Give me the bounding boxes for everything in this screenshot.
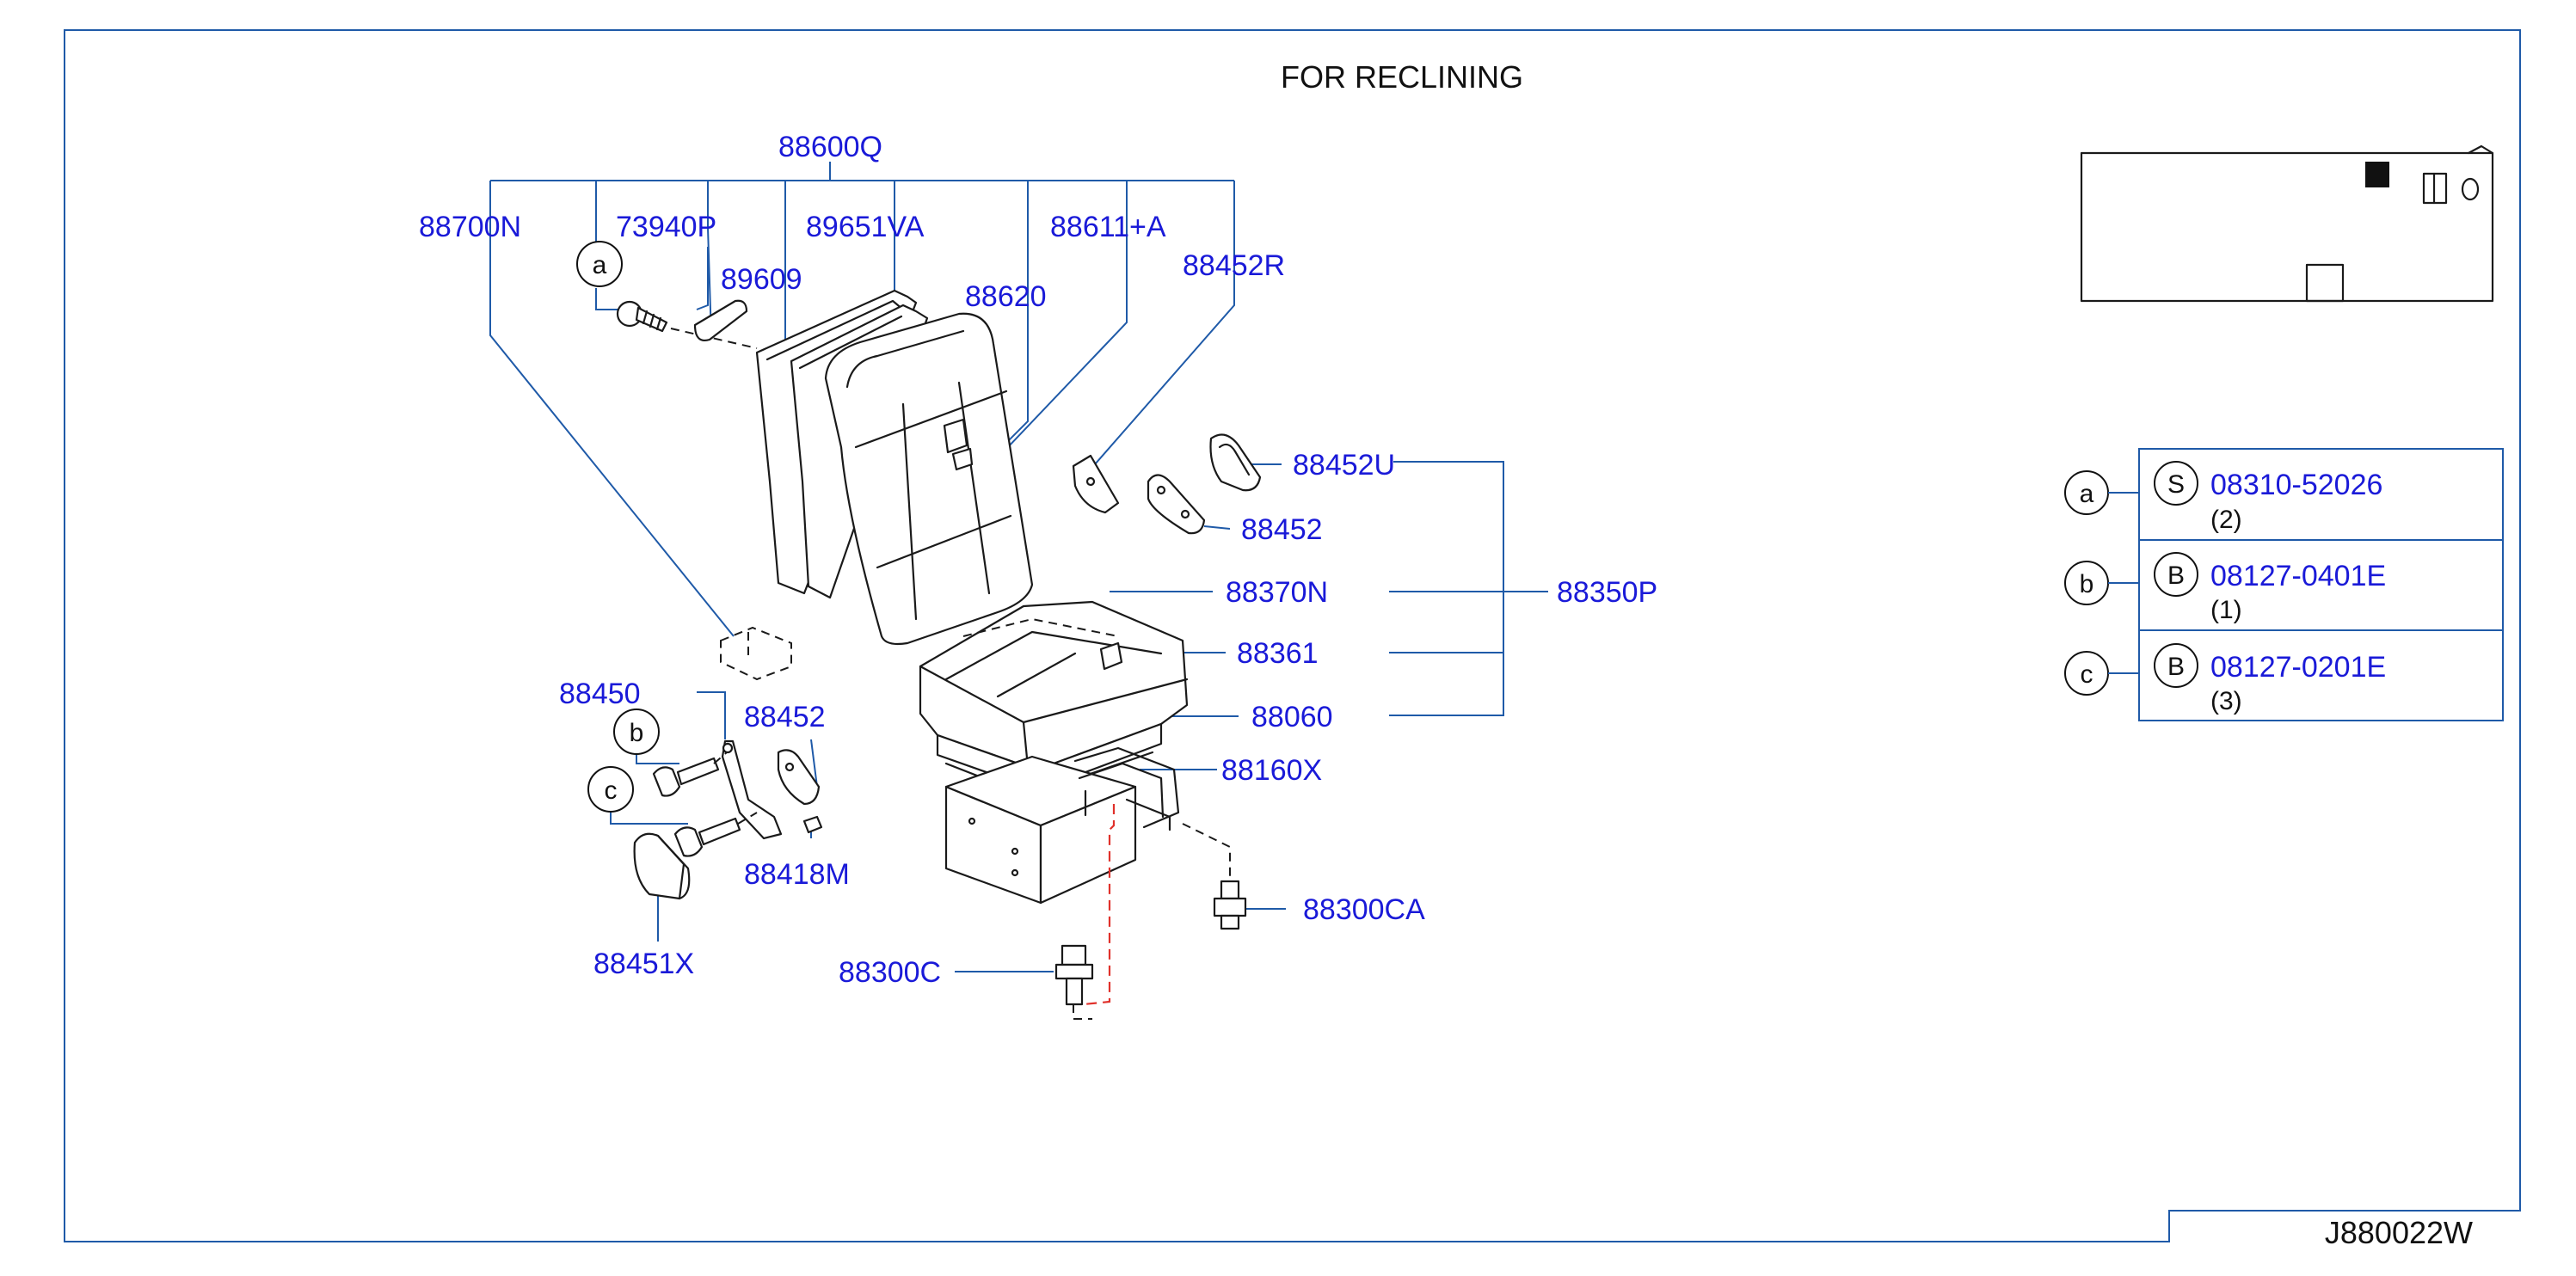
svg-text:08127-0401E: 08127-0401E <box>2210 560 2386 592</box>
label-88450: 88450 <box>559 678 641 710</box>
cover-88452U <box>1209 433 1262 492</box>
label-88451X: 88451X <box>593 948 694 980</box>
label-73940P: 73940P <box>616 211 716 243</box>
label-88452R: 88452R <box>1183 249 1285 282</box>
svg-text:a: a <box>593 251 607 279</box>
label-88452-left: 88452 <box>744 701 826 733</box>
svg-text:b: b <box>630 719 644 747</box>
label-88452: 88452 <box>1241 513 1323 546</box>
vehicle-locator-thumbnail <box>2080 144 2494 303</box>
svg-text:(1): (1) <box>2210 596 2242 624</box>
label-88700N: 88700N <box>419 211 521 243</box>
legend-row-c: c B 08127-0201E (3) <box>2064 643 2386 715</box>
label-88160X: 88160X <box>1221 754 1322 787</box>
svg-text:(2): (2) <box>2210 506 2242 534</box>
label-88452U: 88452U <box>1293 449 1395 482</box>
label-88370N: 88370N <box>1226 576 1328 609</box>
drawing-code: J880022W <box>2325 1215 2473 1250</box>
svg-text:08127-0201E: 08127-0201E <box>2210 651 2386 684</box>
svg-text:b: b <box>2080 570 2094 598</box>
svg-text:c: c <box>2081 660 2093 689</box>
legend-row-b: b B 08127-0401E (1) <box>2064 552 2386 624</box>
label-88300C: 88300C <box>839 956 941 989</box>
cover-88452R <box>1072 454 1120 514</box>
bolt-a <box>616 300 758 349</box>
svg-text:a: a <box>2080 480 2094 508</box>
seat-base-88160X <box>944 746 1180 905</box>
label-88060: 88060 <box>1251 701 1333 733</box>
label-88361: 88361 <box>1237 637 1319 670</box>
svg-text:08310-52026: 08310-52026 <box>2210 469 2382 501</box>
handle-bracket-88700N <box>720 626 792 681</box>
label-88611A: 88611+A <box>1050 211 1166 243</box>
fastener-legend: a S 08310-52026 (2) b B 08127-0401E (1) … <box>2064 448 2504 721</box>
seat-cushion-assembly <box>919 600 1189 769</box>
callout-c: c <box>587 766 634 813</box>
svg-text:c: c <box>605 776 618 805</box>
lever-73940P <box>693 299 748 341</box>
label-88300CA: 88300CA <box>1303 893 1425 926</box>
diagram-frame <box>64 29 2521 1242</box>
label-88600Q: 88600Q <box>778 131 882 163</box>
label-88418M: 88418M <box>744 858 850 891</box>
callout-a: a <box>576 241 623 287</box>
label-89609: 89609 <box>721 263 802 296</box>
label-88620: 88620 <box>965 280 1047 313</box>
bolt-88300C <box>1054 804 1116 1020</box>
svg-text:B: B <box>2167 653 2185 681</box>
diagram-title: FOR RECLINING <box>1281 59 1523 95</box>
callout-b: b <box>613 709 660 755</box>
label-89651VA: 89651VA <box>806 211 925 243</box>
svg-text:S: S <box>2167 470 2185 499</box>
bolt-88300CA <box>1182 823 1247 930</box>
seat-back-assembly <box>755 289 1034 646</box>
svg-text:(3): (3) <box>2210 687 2242 715</box>
cover-88452 <box>1147 474 1206 535</box>
legend-row-a: a S 08310-52026 (2) <box>2064 461 2382 534</box>
recliner-mechanism <box>633 739 823 900</box>
part-number-labels: 88600Q 88700N 73940P 89651VA 88611+A 884… <box>419 131 1657 989</box>
label-88350P: 88350P <box>1557 576 1657 609</box>
svg-text:B: B <box>2167 561 2185 590</box>
